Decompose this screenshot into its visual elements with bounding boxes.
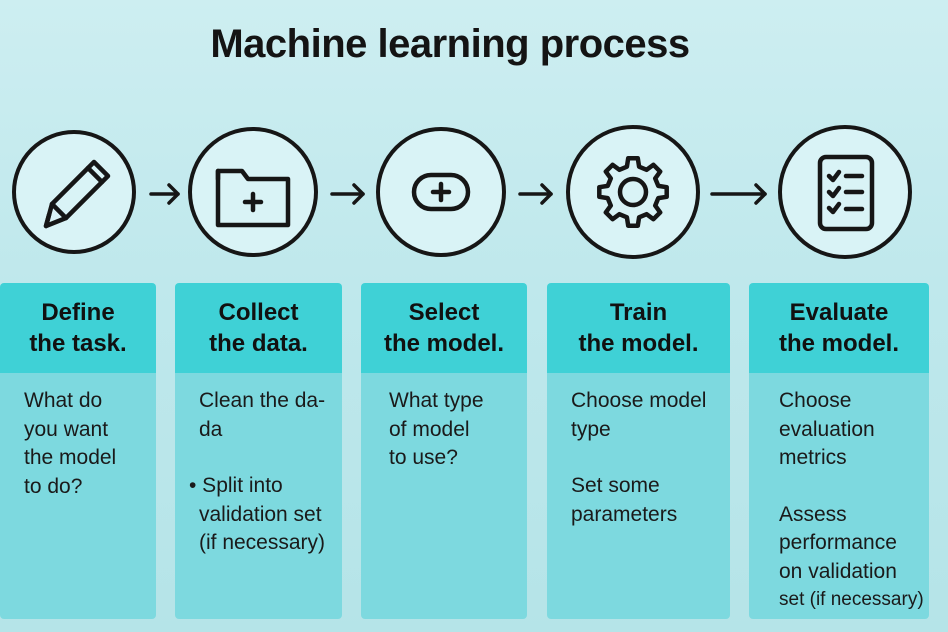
step-2-description: Clean the da- da • Split into validation… xyxy=(175,373,342,619)
step-2-card: Collect the data. Clean the da- da • Spl… xyxy=(175,283,342,619)
arrow-3 xyxy=(516,176,556,212)
step-5-description: Choose evaluation metrics Assess perform… xyxy=(749,373,929,619)
checklist-icon xyxy=(817,154,875,232)
step-5-card: Evaluate the model. Choose evaluation me… xyxy=(749,283,929,619)
step-3-heading: Select the model. xyxy=(361,283,527,373)
pencil-icon xyxy=(43,159,111,229)
step-4-description: Choose model type Set some parameters xyxy=(547,373,730,619)
arrow-2 xyxy=(328,176,368,212)
step-1-card: Define the task. What do you want the mo… xyxy=(0,283,156,619)
folder-plus-icon xyxy=(215,168,291,228)
step-1-description: What do you want the model to do? xyxy=(0,373,156,619)
step-5-heading: Evaluate the model. xyxy=(749,283,929,373)
step-4-heading: Train the model. xyxy=(547,283,730,373)
step-3-card: Select the model. What type of model to … xyxy=(361,283,527,619)
step-3-circle xyxy=(376,127,506,257)
step-2-circle xyxy=(188,127,318,257)
step-4-circle xyxy=(566,125,700,259)
step-1-circle xyxy=(12,130,136,254)
arrow-4 xyxy=(708,176,770,212)
gear-icon xyxy=(597,156,669,228)
step-3-description: What type of model to use? xyxy=(361,373,527,619)
step-5-circle xyxy=(778,125,912,259)
step-2-heading: Collect the data. xyxy=(175,283,342,373)
add-pill-icon xyxy=(411,172,471,212)
diagram-title: Machine learning process xyxy=(210,22,690,66)
arrow-1 xyxy=(147,176,183,212)
step-4-card: Train the model. Choose model type Set s… xyxy=(547,283,730,619)
step-1-heading: Define the task. xyxy=(0,283,156,373)
